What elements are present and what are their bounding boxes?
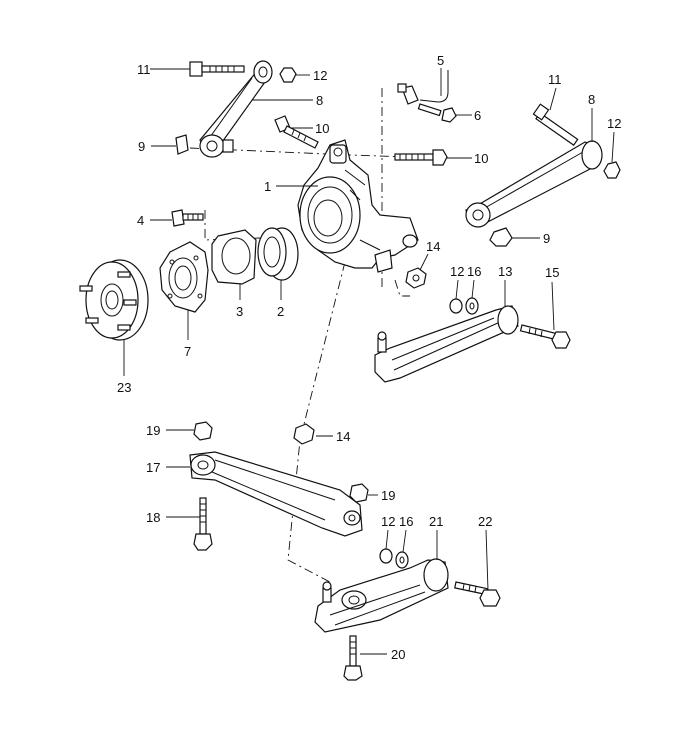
callout-10-upper: 10 xyxy=(315,121,329,136)
callout-11-upper-right: 11 xyxy=(548,72,562,87)
bolt-11-upper-left xyxy=(189,61,245,77)
wheel-bearing xyxy=(257,227,299,281)
bolt-4 xyxy=(171,209,204,227)
upper-control-arm-left xyxy=(199,60,273,158)
nut-19-left xyxy=(193,421,213,441)
callout-23-hub: 23 xyxy=(117,380,131,395)
callout-19-left: 19 xyxy=(146,423,160,438)
callout-17-cross-member: 17 xyxy=(146,460,160,475)
callout-12-mid: 12 xyxy=(450,264,464,279)
callout-4-bolt: 4 xyxy=(137,213,144,228)
callout-20-bolt: 20 xyxy=(391,647,405,662)
callout-3-cover-plate: 3 xyxy=(236,304,243,319)
bolt-20 xyxy=(343,635,363,681)
callout-18-bolt: 18 xyxy=(146,510,160,525)
callout-8-upper-right: 8 xyxy=(588,92,595,107)
wheel-hub xyxy=(79,259,149,341)
callout-15-bolt: 15 xyxy=(545,265,559,280)
nut-14-lower xyxy=(293,423,315,445)
callout-11-upper-left: 11 xyxy=(137,62,151,77)
cover-plate xyxy=(211,229,257,285)
callout-14-lower: 14 xyxy=(336,429,350,444)
bolt-15 xyxy=(519,324,571,349)
bolt-10-upper xyxy=(274,115,319,149)
callout-6-toe-link-nut: 6 xyxy=(474,108,481,123)
bolt-10-right xyxy=(394,149,448,166)
callout-12-upper-left: 12 xyxy=(313,68,327,83)
callout-22-bolt: 22 xyxy=(478,514,492,529)
callout-14-upper: 14 xyxy=(426,239,440,254)
nut-washer-pair-upper xyxy=(449,297,479,315)
assembly-centerlines xyxy=(189,88,441,583)
callout-16-mid: 16 xyxy=(467,264,481,279)
callout-13-trailing-link: 13 xyxy=(498,264,512,279)
callout-7-drive-flange: 7 xyxy=(184,344,191,359)
leader-lines xyxy=(123,68,615,655)
callout-21-lower-control-arm: 21 xyxy=(429,514,443,529)
callout-8-upper-left: 8 xyxy=(316,93,323,108)
trailing-link xyxy=(374,305,519,383)
callout-2-wheel-bearing: 2 xyxy=(277,304,284,319)
callout-12-lower: 12 xyxy=(381,514,395,529)
callout-16-lower: 16 xyxy=(399,514,413,529)
callout-19-right: 19 xyxy=(381,488,395,503)
drive-flange xyxy=(159,241,209,313)
wheel-carrier xyxy=(297,139,419,273)
callout-10-right: 10 xyxy=(474,151,488,166)
callout-9-upper-left: 9 xyxy=(138,139,145,154)
callout-1-wheel-carrier: 1 xyxy=(264,179,271,194)
nut-19-right xyxy=(349,483,369,503)
callout-labels: 11 12 8 9 10 10 1 4 5 6 11 8 12 9 14 12 … xyxy=(117,53,621,662)
nut-washer-pair-lower xyxy=(379,548,409,569)
nut-12-upper-left xyxy=(279,67,297,83)
nut-14-upper xyxy=(405,267,427,289)
lower-control-arm xyxy=(314,558,449,633)
nut-9-upper-left xyxy=(175,134,189,155)
toe-link xyxy=(397,70,457,123)
bolt-22 xyxy=(454,581,501,607)
callout-12-upper-right: 12 xyxy=(607,116,621,131)
callout-5-toe-link: 5 xyxy=(437,53,444,68)
callout-9-upper-right: 9 xyxy=(543,231,550,246)
upper-control-arm-right xyxy=(465,103,621,247)
bolt-18 xyxy=(193,497,213,551)
lower-cross-member xyxy=(189,451,363,537)
